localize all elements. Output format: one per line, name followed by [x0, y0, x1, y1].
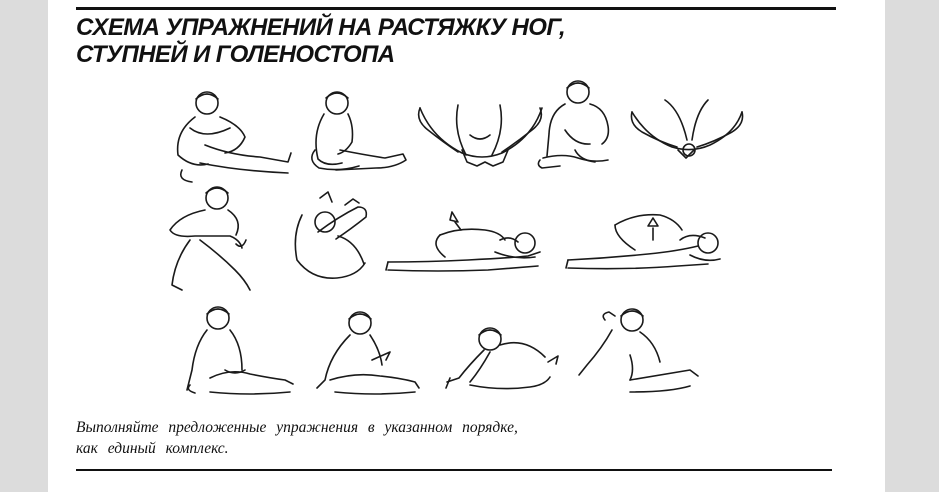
title-line-2: СТУПНЕЙ И ГОЛЕНОСТОПА	[76, 41, 395, 68]
instruction-caption: Выполняйте предложенные упражнения в ука…	[76, 417, 518, 459]
seated-ankle-stretch-figure	[537, 80, 610, 169]
butterfly-forward-bend-figure	[630, 99, 744, 159]
side-lying-quad-stretch-right-figure	[565, 213, 721, 270]
hurdler-stretch-upright-figure	[186, 306, 294, 395]
curled-knee-to-chest-figure	[294, 191, 368, 279]
hurdler-stretch-lean-figure	[316, 311, 420, 395]
caption-line-1: Выполняйте предложенные упражнения в ука…	[76, 419, 518, 436]
bottom-rule	[76, 469, 832, 471]
top-rule	[76, 7, 836, 10]
right-margin-gray	[885, 0, 939, 492]
butterfly-stretch-figure	[417, 104, 543, 167]
page-title: СХЕМА УПРАЖНЕНИЙ НА РАСТЯЖКУ НОГ, СТУПНЕ…	[76, 14, 566, 68]
hurdler-forward-reach-figure	[445, 327, 559, 390]
title-line-1: СХЕМА УПРАЖНЕНИЙ НА РАСТЯЖКУ НОГ,	[76, 14, 566, 41]
knee-hug-seated-figure	[169, 186, 251, 291]
left-margin-gray	[0, 0, 48, 492]
caption-line-2: как единый комплекс.	[76, 440, 229, 457]
twisted-seated-stretch-figure	[578, 308, 699, 393]
seated-foot-hold-figure	[311, 91, 407, 171]
seated-hamstring-stretch-figure	[176, 91, 292, 183]
side-lying-quad-stretch-left-figure	[385, 211, 541, 272]
